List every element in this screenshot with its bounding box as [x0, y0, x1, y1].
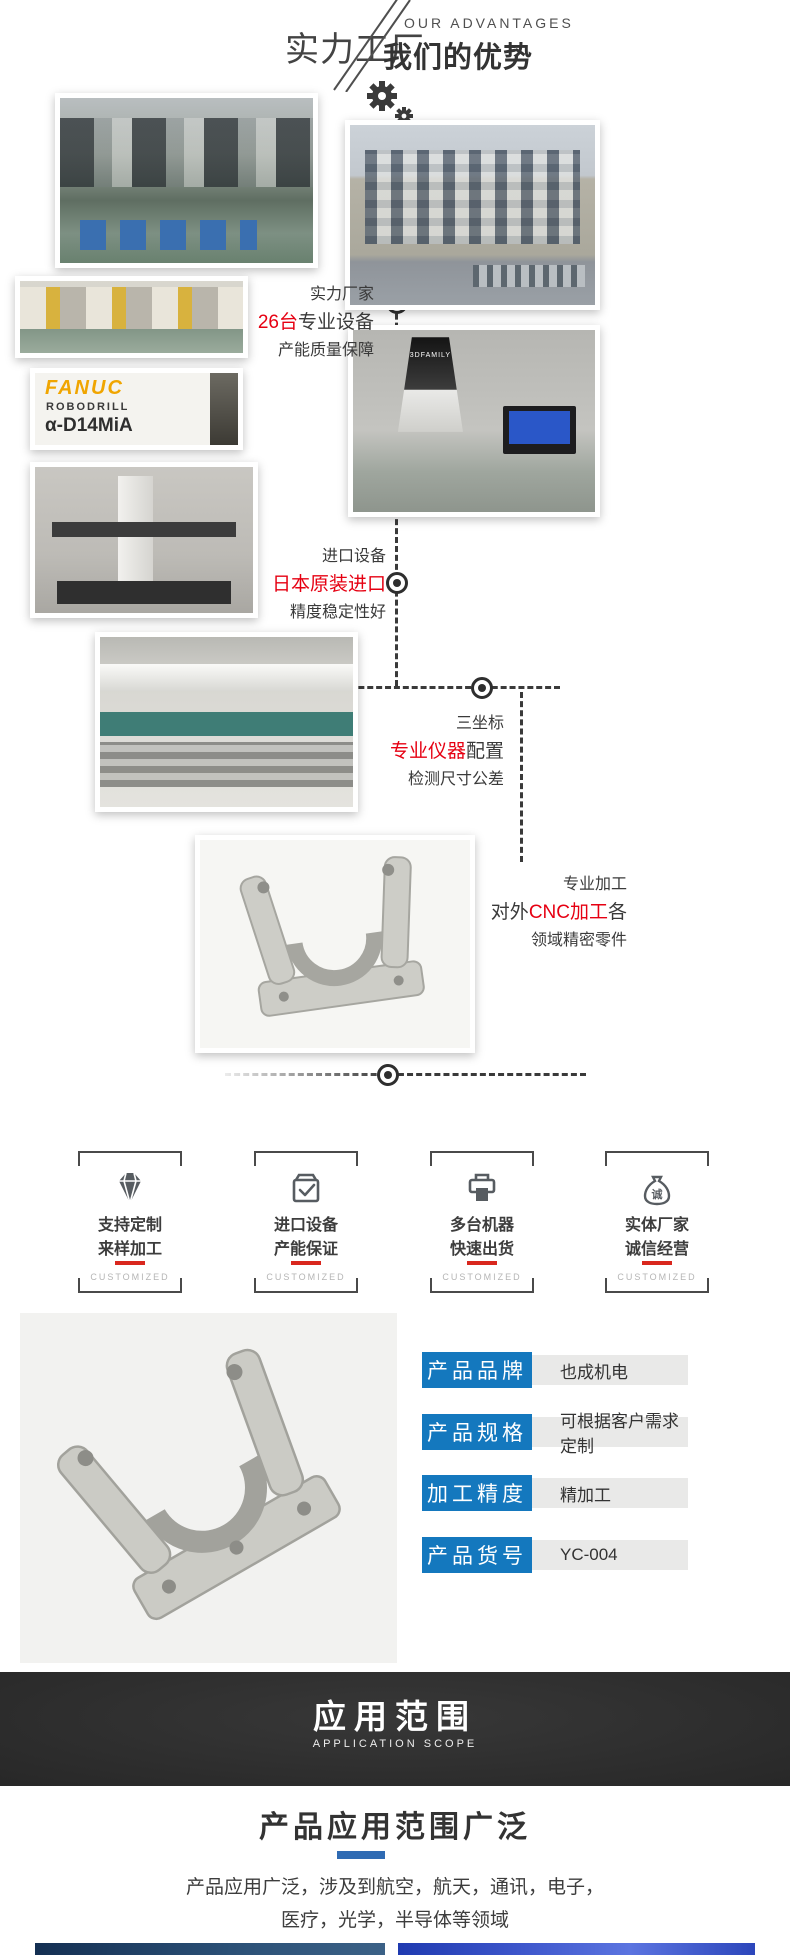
highlight-text: CNC加工	[528, 902, 608, 923]
advantage-desc: 检测尺寸公差	[407, 771, 504, 788]
photo-cnc-workshop	[55, 93, 318, 268]
photo-factory-building	[345, 120, 600, 310]
section-subtitle-en: OUR ADVANTAGES	[404, 15, 574, 31]
red-divider	[467, 1261, 497, 1265]
bullseye-icon	[471, 677, 493, 699]
feature-line2: 诚信经营	[624, 1241, 689, 1258]
product-photo	[20, 1313, 397, 1663]
feature-card-shipping: 多台机器 快速出货 CUSTOMIZED	[430, 1151, 534, 1293]
feature-tag: CUSTOMIZED	[266, 1272, 346, 1282]
feature-line2: 来样加工	[97, 1241, 162, 1258]
spec-label-spec: 产品规格	[422, 1414, 532, 1450]
slash-divider-icon	[333, 0, 411, 92]
bullseye-icon	[377, 1064, 399, 1086]
banner-subtitle: APPLICATION SCOPE	[312, 1738, 478, 1750]
photo-cmm-machine	[30, 462, 258, 618]
timeline-line	[225, 1072, 586, 1080]
advantage-title: 进口设备	[321, 548, 386, 565]
fanuc-model-number: α-D14MiA	[45, 415, 133, 436]
advantage-desc: 精度稳定性好	[289, 604, 386, 621]
application-scope-banner: 应用范围 APPLICATION SCOPE	[0, 1672, 790, 1786]
feature-tag: CUSTOMIZED	[90, 1272, 170, 1282]
photo-application-left	[35, 1943, 385, 1955]
blue-divider	[337, 1851, 385, 1859]
scope-description-line1: 产品应用广泛，涉及到航空，航天，通讯，电子，	[185, 1877, 604, 1898]
spec-label-precision: 加工精度	[422, 1475, 532, 1511]
advantage-title: 实力厂家	[309, 286, 374, 303]
printer-icon	[430, 1167, 534, 1209]
feature-tag: CUSTOMIZED	[617, 1272, 697, 1282]
advantage-desc: 产能质量保障	[277, 342, 374, 359]
advantage-title: 三坐标	[455, 715, 504, 732]
photo-machine-row	[15, 276, 248, 358]
feature-line2: 产能保证	[273, 1241, 338, 1258]
scope-description-line2: 医疗，光学，半导体等领域	[280, 1910, 509, 1931]
spec-value-item-no: YC-004	[532, 1540, 688, 1570]
advantage-title: 专业加工	[562, 876, 627, 893]
advantage-item-cmm: 三坐标 专业仪器配置 检测尺寸公差	[390, 710, 504, 793]
feature-card-equipment: 进口设备 产能保证 CUSTOMIZED	[254, 1151, 358, 1293]
checkbox-icon	[254, 1167, 358, 1209]
section-title-cn: 实力工厂	[285, 31, 425, 69]
highlight-text: 日本原装进口	[271, 574, 386, 595]
fanuc-brand-text: FANUC	[45, 377, 124, 399]
gem-icon	[78, 1167, 182, 1209]
instrument-label: 3DFAMILY	[409, 351, 452, 359]
feature-line2: 快速出货	[449, 1241, 514, 1258]
machined-part-illustration	[56, 1348, 341, 1621]
highlight-text: 26台	[257, 312, 298, 333]
feature-card-customization: 支持定制 来样加工 CUSTOMIZED	[78, 1151, 182, 1293]
banner-title: 应用范围	[313, 1698, 477, 1735]
bullseye-icon	[386, 572, 408, 594]
timeline-line	[520, 692, 523, 862]
spec-value-precision: 精加工	[532, 1478, 688, 1508]
photo-fanuc-sign: FANUC ROBODRILL α-D14MiA	[30, 368, 243, 450]
feature-line1: 实体厂家	[624, 1217, 689, 1234]
gear-icon	[367, 81, 413, 125]
feature-line1: 进口设备	[273, 1217, 338, 1234]
photo-measuring-instrument: 3DFAMILY	[348, 325, 600, 517]
red-divider	[115, 1261, 145, 1265]
fanuc-model-line: ROBODRILL	[46, 401, 130, 413]
photo-cmm-bridge	[95, 632, 358, 812]
feature-line1: 多台机器	[449, 1217, 514, 1234]
feature-card-integrity: 诚 实体厂家 诚信经营 CUSTOMIZED	[605, 1151, 709, 1293]
red-divider	[291, 1261, 321, 1265]
photo-machined-part	[195, 835, 475, 1053]
machined-part-illustration	[239, 856, 425, 1017]
spec-label-brand: 产品品牌	[422, 1352, 532, 1388]
section-subtitle-cn: 我们的优势	[383, 42, 534, 74]
highlight-text: 专业仪器	[389, 741, 466, 762]
red-divider	[642, 1261, 672, 1265]
spec-label-item-no: 产品货号	[422, 1537, 532, 1573]
photo-application-right	[398, 1943, 755, 1955]
money-pouch-icon: 诚	[605, 1167, 709, 1209]
spec-value-spec: 可根据客户需求定制	[532, 1412, 688, 1456]
spec-value-brand: 也成机电	[532, 1355, 688, 1385]
scope-heading: 产品应用范围广泛	[259, 1811, 531, 1844]
advantage-item-strength: 实力厂家 26台专业设备 产能质量保障	[258, 281, 374, 364]
advantage-item-imported: 进口设备 日本原装进口 精度稳定性好	[272, 543, 386, 626]
feature-line1: 支持定制	[97, 1217, 162, 1234]
timeline-line	[305, 686, 560, 689]
feature-tag: CUSTOMIZED	[442, 1272, 522, 1282]
advantage-item-machining: 专业加工 对外CNC加工各 领域精密零件	[491, 871, 627, 954]
svg-text:诚: 诚	[652, 1187, 663, 1201]
advantage-desc: 领域精密零件	[530, 932, 627, 949]
